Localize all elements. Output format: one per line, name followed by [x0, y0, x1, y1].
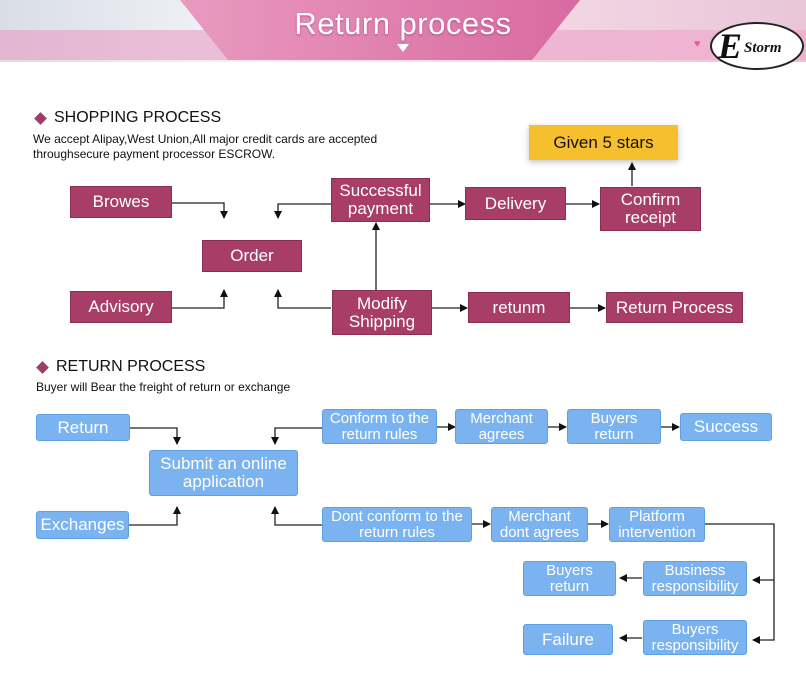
given-5-stars-badge: Given 5 stars	[529, 125, 678, 160]
success-box: Success	[680, 413, 772, 441]
caret-down-icon	[397, 44, 409, 52]
retunm-box: retunm	[468, 292, 570, 323]
arrow-return-submit	[130, 427, 181, 445]
return-box: Return	[36, 414, 130, 441]
diamond-bullet-icon	[34, 111, 47, 125]
arrow-advisory-order	[172, 289, 228, 309]
failure-box: Failure	[523, 624, 613, 655]
shopping-note-line2: throughsecure payment processor ESCROW.	[33, 147, 276, 161]
return-title-text: RETURN PROCESS	[56, 358, 206, 375]
heart-icon: ♥	[694, 38, 701, 50]
arrow-exchanges-submit	[129, 506, 181, 526]
diamond-bullet-icon	[36, 360, 49, 374]
delivery-box: Delivery	[465, 187, 566, 220]
shopping-section-title: SHOPPING PROCESS	[34, 109, 221, 127]
arrow-dontconform-submit	[271, 506, 322, 526]
return-section-title: RETURN PROCESS	[36, 358, 205, 376]
exchanges-box: Exchanges	[36, 511, 129, 539]
browes-box: Browes	[70, 186, 172, 218]
arrow-modify-order	[274, 289, 331, 309]
logo-letter: E	[718, 26, 743, 66]
arrow-payment-order	[274, 203, 331, 219]
arrow-platform-buyersresp	[705, 523, 775, 644]
return-note: Buyer will Bear the freight of return or…	[36, 380, 291, 394]
order-box: Order	[202, 240, 302, 272]
arrow-conform-submit	[271, 427, 322, 445]
header-banner: Return process ♥	[0, 0, 806, 62]
advisory-box: Advisory	[70, 291, 172, 323]
banner-ribbon	[180, 0, 580, 60]
shopping-note-line1: We accept Alipay,West Union,All major cr…	[33, 132, 378, 146]
brand-logo[interactable]: E Storm	[710, 22, 804, 70]
return-process-box: Return Process	[606, 292, 743, 323]
page-title: Return process	[294, 6, 512, 41]
shopping-title-text: SHOPPING PROCESS	[54, 109, 222, 126]
shopping-note: We accept Alipay,West Union,All major cr…	[33, 132, 377, 162]
logo-text: Storm	[744, 40, 782, 56]
arrow-browes-order	[172, 202, 228, 219]
